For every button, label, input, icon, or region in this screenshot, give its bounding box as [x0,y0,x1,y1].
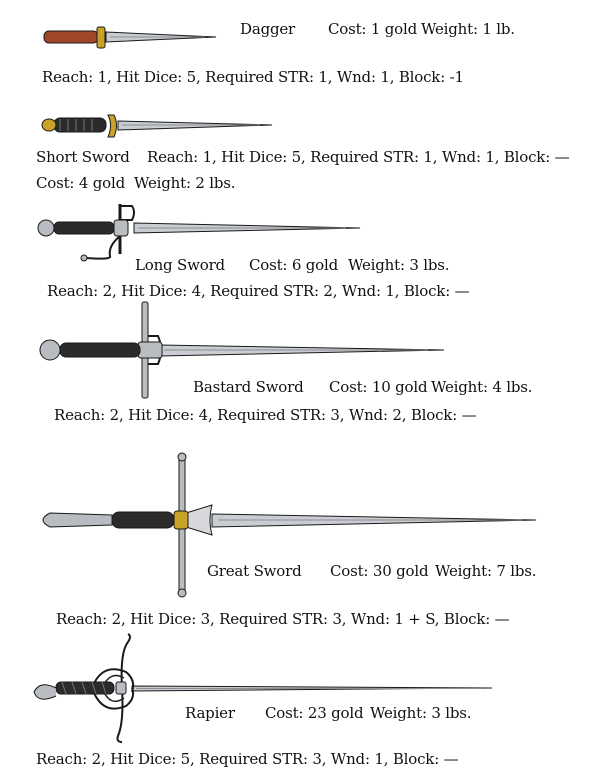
rapier-name: Rapier [185,704,235,722]
rapier-weight: Weight: 3 lbs. [370,704,472,722]
dagger-stats: Reach: 1, Hit Dice: 5, Required STR: 1, … [42,68,464,86]
bastard-sword-cost: Cost: 10 gold [329,378,428,396]
bastard-sword-name: Bastard Sword [193,378,304,396]
short-sword-name: Short Sword [36,148,130,166]
long-sword-name: Long Sword [135,256,225,274]
great-sword-stats: Reach: 2, Hit Dice: 3, Required STR: 3, … [56,610,510,628]
short-sword-weight: Weight: 2 lbs. [134,174,236,192]
long-sword-illustration [37,204,361,262]
short-sword-stats: Reach: 1, Hit Dice: 5, Required STR: 1, … [147,148,570,166]
rapier-stats: Reach: 2, Hit Dice: 5, Required STR: 3, … [36,750,459,768]
great-sword-name: Great Sword [207,562,302,580]
great-sword-cost: Cost: 30 gold [330,562,429,580]
dagger-name: Dagger [240,20,296,38]
dagger-weight: Weight: 1 lb. [421,20,515,38]
bastard-sword-stats: Reach: 2, Hit Dice: 4, Required STR: 3, … [54,406,477,424]
dagger-cost: Cost: 1 gold [328,20,417,38]
bastard-sword-illustration [39,301,445,399]
short-sword-cost: Cost: 4 gold [36,174,125,192]
great-sword-illustration [42,452,537,598]
long-sword-cost: Cost: 6 gold [249,256,338,274]
great-sword-weight: Weight: 7 lbs. [435,562,537,580]
long-sword-weight: Weight: 3 lbs. [348,256,450,274]
bastard-sword-weight: Weight: 4 lbs. [431,378,533,396]
long-sword-stats: Reach: 2, Hit Dice: 4, Required STR: 2, … [47,282,470,300]
rapier-illustration [33,633,493,743]
rapier-cost: Cost: 23 gold [265,704,364,722]
short-sword-illustration [41,114,273,138]
dagger-illustration [43,26,217,49]
